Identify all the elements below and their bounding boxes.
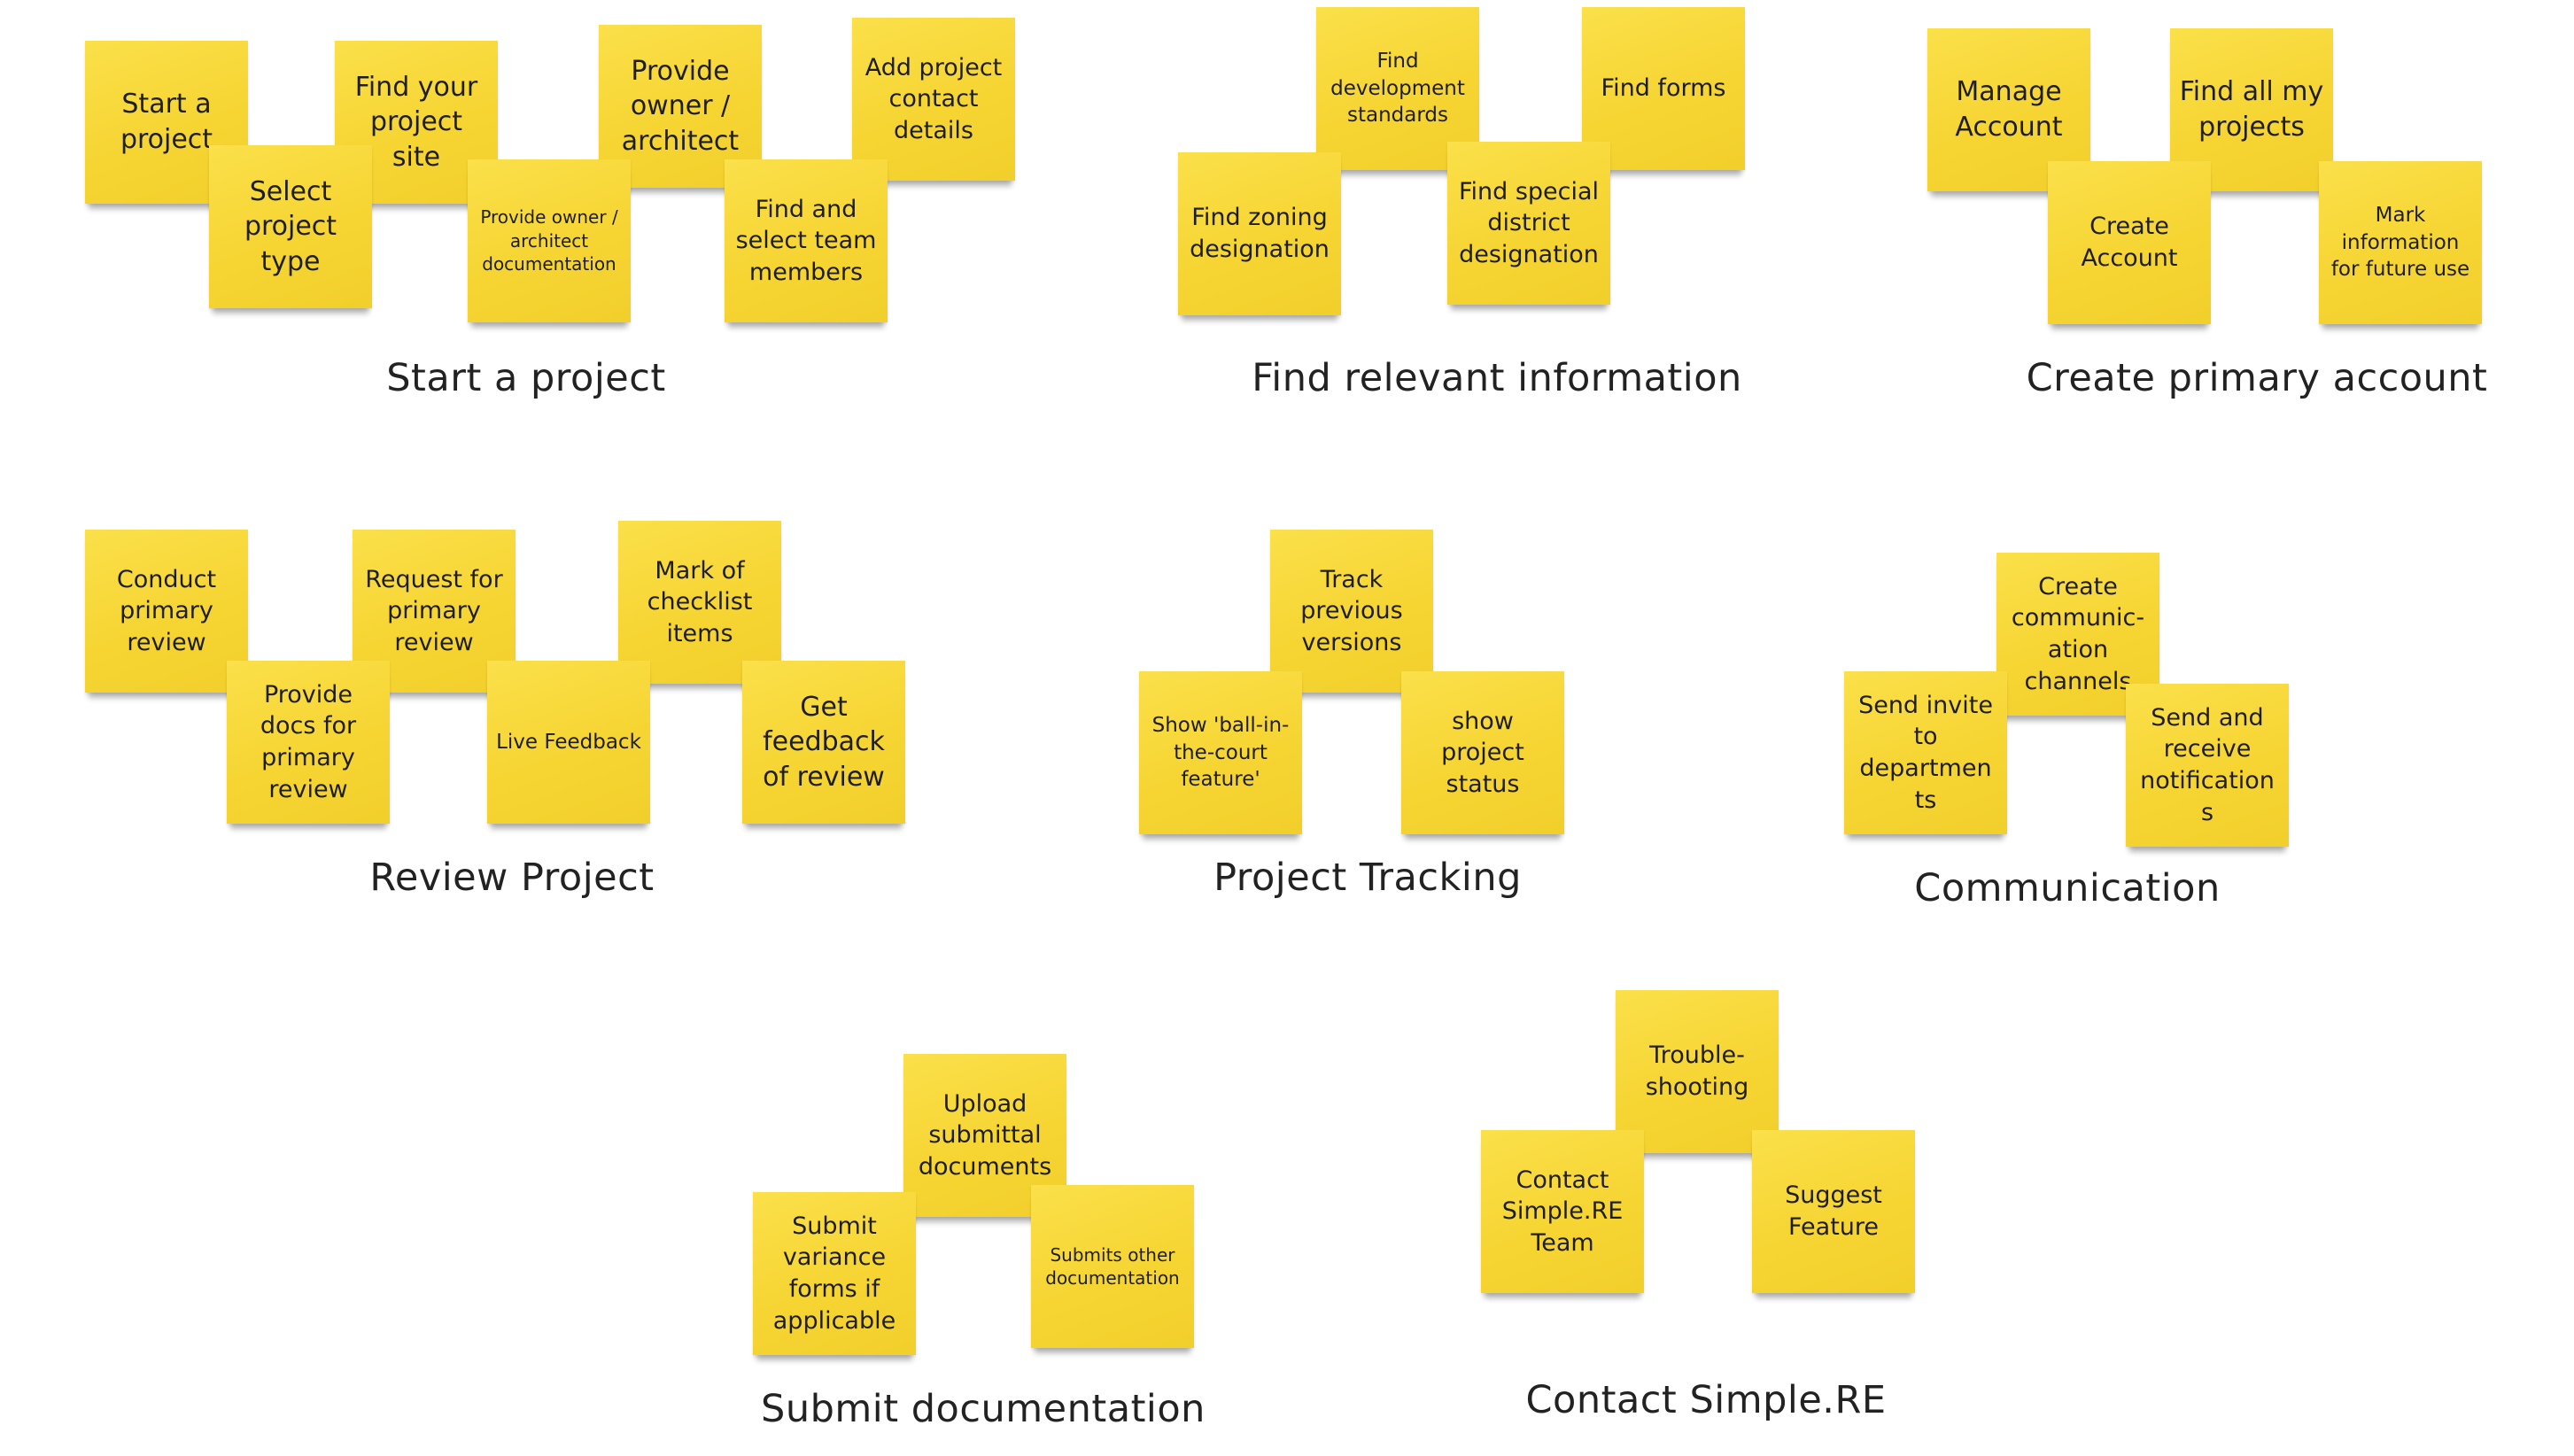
sticky-note[interactable]: Provide docs for primary review (227, 661, 390, 824)
sticky-note[interactable]: Mark information for future use (2319, 161, 2482, 324)
sticky-note[interactable]: Live Feedback (487, 661, 650, 824)
sticky-note[interactable]: Show 'ball-in-the-court feature' (1139, 671, 1302, 834)
sticky-note[interactable]: Suggest Feature (1752, 1130, 1915, 1293)
sticky-note[interactable]: Find special district designation (1447, 142, 1610, 305)
cluster-label: Review Project (369, 856, 655, 900)
sticky-note[interactable]: Upload submittal documents (903, 1054, 1066, 1217)
sticky-note[interactable]: Create Account (2048, 161, 2211, 324)
sticky-note[interactable]: Send invite to departmen ts (1844, 671, 2007, 834)
sticky-note[interactable]: Mark of checklist items (618, 521, 781, 684)
cluster-label: Project Tracking (1213, 856, 1522, 900)
sticky-note[interactable]: Find development standards (1316, 7, 1479, 170)
sticky-note[interactable]: Find and select team members (725, 159, 888, 322)
cluster-label: Create primary account (2026, 356, 2488, 400)
cluster-label: Find relevant information (1252, 356, 1742, 400)
sticky-note[interactable]: Trouble-shooting (1616, 990, 1779, 1153)
cluster-label: Submit documentation (761, 1387, 1206, 1431)
sticky-note[interactable]: Contact Simple.RE Team (1481, 1130, 1644, 1293)
sticky-note[interactable]: Track previous versions (1270, 530, 1433, 693)
sticky-note[interactable]: Start a project (85, 41, 248, 204)
sticky-note[interactable]: Select project type (209, 145, 372, 308)
sticky-note[interactable]: Provide owner / architect documentation (468, 159, 631, 322)
cluster-label: Contact Simple.RE (1525, 1378, 1887, 1422)
sticky-note[interactable]: Add project contact details (852, 18, 1015, 181)
cluster-label: Communication (1914, 866, 2221, 910)
sticky-note[interactable]: show project status (1401, 671, 1564, 834)
sticky-note[interactable]: Submit variance forms if applicable (753, 1192, 916, 1355)
cluster-label: Start a project (386, 356, 666, 400)
sticky-note[interactable]: Find zoning designation (1178, 152, 1341, 315)
sticky-note[interactable]: Send and receive notification s (2126, 684, 2289, 847)
sticky-note[interactable]: Get feedback of review (742, 661, 905, 824)
sticky-note[interactable]: Conduct primary review (85, 530, 248, 693)
sticky-note[interactable]: Submits other documentation (1031, 1185, 1194, 1348)
